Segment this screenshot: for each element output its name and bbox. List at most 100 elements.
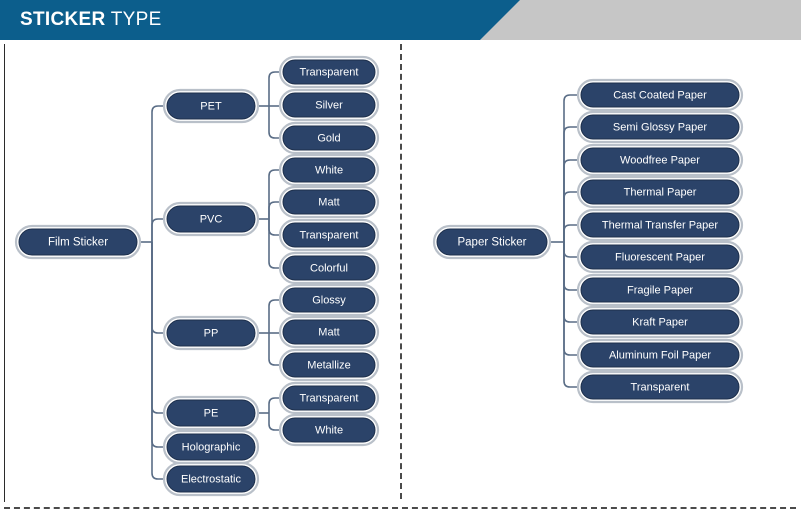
connector-link (268, 299, 280, 333)
tree-node-glossy[interactable]: Glossy (278, 283, 380, 317)
node-body (282, 157, 376, 183)
node-body (580, 212, 740, 238)
tree-node-gold[interactable]: Gold (278, 121, 380, 155)
node-body (580, 309, 740, 335)
tree-node-matt[interactable]: Matt (278, 315, 380, 349)
connector-link (268, 219, 280, 236)
node-label: Colorful (310, 262, 348, 274)
tree-node-fluorescent-paper[interactable]: Fluorescent Paper (576, 240, 744, 274)
node-body (282, 189, 376, 215)
node-label: PET (200, 100, 222, 112)
node-body (436, 228, 548, 256)
node-body (580, 147, 740, 173)
connector-link (268, 106, 280, 139)
node-label: Cast Coated Paper (613, 89, 707, 101)
tree-diagram: TransparentSilverGoldPETWhiteMattTranspa… (14, 55, 744, 497)
tree-node-pe[interactable]: PE (162, 395, 260, 431)
tree-node-thermal-transfer-paper[interactable]: Thermal Transfer Paper (576, 208, 744, 242)
node-label: Matt (318, 196, 339, 208)
node-label: Transparent (631, 381, 690, 393)
tree-node-transparent[interactable]: Transparent (278, 218, 380, 252)
frame-left-rule (4, 44, 5, 502)
tree-node-colorful[interactable]: Colorful (278, 251, 380, 285)
tree-node-pp[interactable]: PP (162, 315, 260, 351)
tree-node-kraft-paper[interactable]: Kraft Paper (576, 305, 744, 339)
tree-nodes-layer: TransparentSilverGoldPETWhiteMattTranspa… (14, 55, 744, 497)
tree-node-metallize[interactable]: Metallize (278, 348, 380, 382)
connector-link (563, 242, 578, 388)
tree-node-woodfree-paper[interactable]: Woodfree Paper (576, 143, 744, 177)
tree-node-transparent[interactable]: Transparent (278, 55, 380, 89)
node-label: Silver (315, 99, 343, 111)
tree-node-pvc[interactable]: PVC (162, 201, 260, 237)
tree-node-semi-glossy-paper[interactable]: Semi Glossy Paper (576, 110, 744, 144)
header-accent-shape (0, 0, 520, 40)
tree-node-white[interactable]: White (278, 153, 380, 187)
node-body (580, 342, 740, 368)
node-body (18, 228, 138, 256)
node-body (580, 114, 740, 140)
tree-node-paper-sticker[interactable]: Paper Sticker (432, 224, 552, 260)
frame-bottom-dashed-rule (4, 507, 796, 509)
connector-link (268, 219, 280, 269)
node-body (282, 287, 376, 313)
tree-node-silver[interactable]: Silver (278, 88, 380, 122)
connector-links-layer (140, 71, 578, 480)
panel-divider-dashed (400, 44, 402, 499)
node-body (166, 399, 256, 427)
node-label: Transparent (300, 229, 359, 241)
tree-node-aluminum-foil-paper[interactable]: Aluminum Foil Paper (576, 338, 744, 372)
tree-node-holographic[interactable]: Holographic (162, 429, 260, 465)
page-header: STICKER TYPE (0, 0, 801, 40)
node-body (166, 433, 256, 461)
connector-link (151, 218, 164, 242)
node-body (580, 277, 740, 303)
tree-node-fragile-paper[interactable]: Fragile Paper (576, 273, 744, 307)
connector-link (151, 242, 164, 448)
node-body (282, 222, 376, 248)
node-body (282, 319, 376, 345)
tree-node-film-sticker[interactable]: Film Sticker (14, 224, 142, 260)
tree-node-white[interactable]: White (278, 413, 380, 447)
connector-link (563, 242, 578, 356)
node-body (166, 465, 256, 493)
node-label: Kraft Paper (632, 316, 688, 328)
tree-node-thermal-paper[interactable]: Thermal Paper (576, 175, 744, 209)
tree-node-matt[interactable]: Matt (278, 185, 380, 219)
node-body (282, 125, 376, 151)
node-label: Transparent (300, 66, 359, 78)
node-body (580, 82, 740, 108)
connector-link (268, 169, 280, 219)
tree-node-pet[interactable]: PET (162, 88, 260, 124)
tree-node-transparent[interactable]: Transparent (278, 381, 380, 415)
connector-link (268, 397, 280, 413)
node-label: Fluorescent Paper (615, 251, 705, 263)
node-label: Holographic (182, 441, 241, 453)
node-label: Fragile Paper (627, 284, 693, 296)
node-label: Electrostatic (181, 473, 241, 485)
node-body (166, 205, 256, 233)
connector-link (563, 94, 578, 242)
node-label: Aluminum Foil Paper (609, 349, 711, 361)
tree-node-cast-coated-paper[interactable]: Cast Coated Paper (576, 78, 744, 112)
node-body (580, 179, 740, 205)
connector-link (563, 126, 578, 242)
node-body (282, 255, 376, 281)
connector-link (563, 242, 578, 291)
node-body (282, 352, 376, 378)
connector-link (268, 201, 280, 219)
tree-node-electrostatic[interactable]: Electrostatic (162, 461, 260, 497)
node-body (166, 92, 256, 120)
connector-link (268, 71, 280, 106)
tree-node-transparent[interactable]: Transparent (576, 370, 744, 404)
connector-link (563, 242, 578, 323)
connector-link (151, 105, 164, 242)
page-title-light: TYPE (110, 9, 162, 30)
node-label: Semi Glossy Paper (613, 121, 707, 133)
node-body (282, 92, 376, 118)
node-label: Thermal Transfer Paper (602, 219, 718, 231)
connector-link (151, 242, 164, 334)
page-title-strong: STICKER (20, 9, 106, 30)
node-label: White (315, 164, 343, 176)
